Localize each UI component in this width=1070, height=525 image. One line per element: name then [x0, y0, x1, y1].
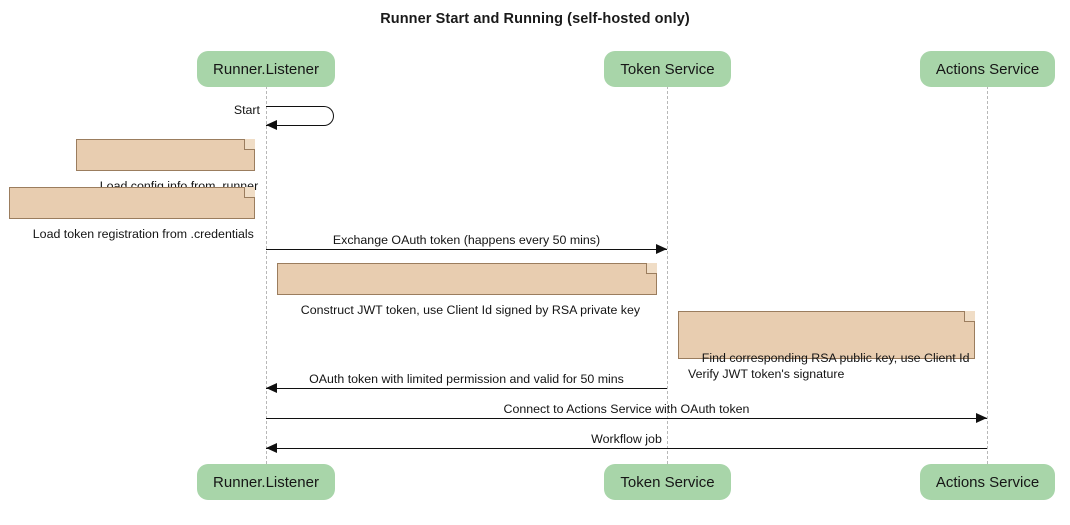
note-construct-jwt-text: Construct JWT token, use Client Id signe…: [300, 303, 641, 317]
message-start-arrowhead: [266, 120, 277, 130]
message-exchange-oauth-label: Exchange OAuth token (happens every 50 m…: [332, 233, 601, 247]
note-fold-icon: [244, 187, 255, 198]
message-oauth-token-return-line: [266, 388, 667, 389]
participant-token-top-label: Token Service: [620, 60, 715, 78]
participant-token-top[interactable]: Token Service: [604, 51, 731, 87]
participant-actions-top-label: Actions Service: [935, 60, 1040, 78]
participant-runner-bottom-label: Runner.Listener: [213, 473, 319, 491]
message-workflow-job-label: Workflow job: [591, 432, 662, 446]
note-verify-jwt: Find corresponding RSA public key, use C…: [678, 311, 975, 381]
message-oauth-token-return-label: OAuth token with limited permission and …: [309, 372, 624, 386]
message-connect-actions-line: [266, 418, 987, 419]
note-fold-icon: [964, 311, 975, 322]
message-connect-actions-arrowhead: [976, 412, 987, 423]
lifeline-token: [667, 86, 668, 464]
note-construct-jwt: Construct JWT token, use Client Id signe…: [277, 263, 657, 317]
participant-actions-top[interactable]: Actions Service: [920, 51, 1055, 87]
participant-runner-top[interactable]: Runner.Listener: [197, 51, 335, 87]
message-exchange-oauth-line: [266, 249, 667, 250]
message-start-label: Start: [233, 103, 260, 117]
message-oauth-token-return-arrowhead: [266, 382, 277, 393]
note-fold-icon: [646, 263, 657, 274]
message-workflow-job-arrowhead: [266, 442, 277, 453]
note-load-token-registration-text: Load token registration from .credential…: [32, 227, 254, 241]
participant-runner-bottom[interactable]: Runner.Listener: [197, 464, 335, 500]
note-load-config: Load config info from .runner: [76, 139, 258, 193]
message-connect-actions-label: Connect to Actions Service with OAuth to…: [503, 402, 750, 416]
participant-token-bottom-label: Token Service: [620, 473, 715, 491]
note-verify-jwt-text: Find corresponding RSA public key, use C…: [688, 351, 970, 381]
lifeline-runner: [266, 86, 267, 464]
message-start-loop: [266, 106, 334, 126]
participant-token-bottom[interactable]: Token Service: [604, 464, 731, 500]
message-exchange-oauth-arrowhead: [656, 243, 667, 254]
note-fold-icon: [244, 139, 255, 150]
message-workflow-job-line: [266, 448, 987, 449]
participant-actions-bottom-label: Actions Service: [935, 473, 1040, 491]
participant-runner-top-label: Runner.Listener: [213, 60, 319, 78]
lifeline-actions: [987, 86, 988, 464]
participant-actions-bottom[interactable]: Actions Service: [920, 464, 1055, 500]
diagram-title: Runner Start and Running (self-hosted on…: [380, 11, 690, 27]
note-load-token-registration: Load token registration from .credential…: [9, 187, 255, 241]
